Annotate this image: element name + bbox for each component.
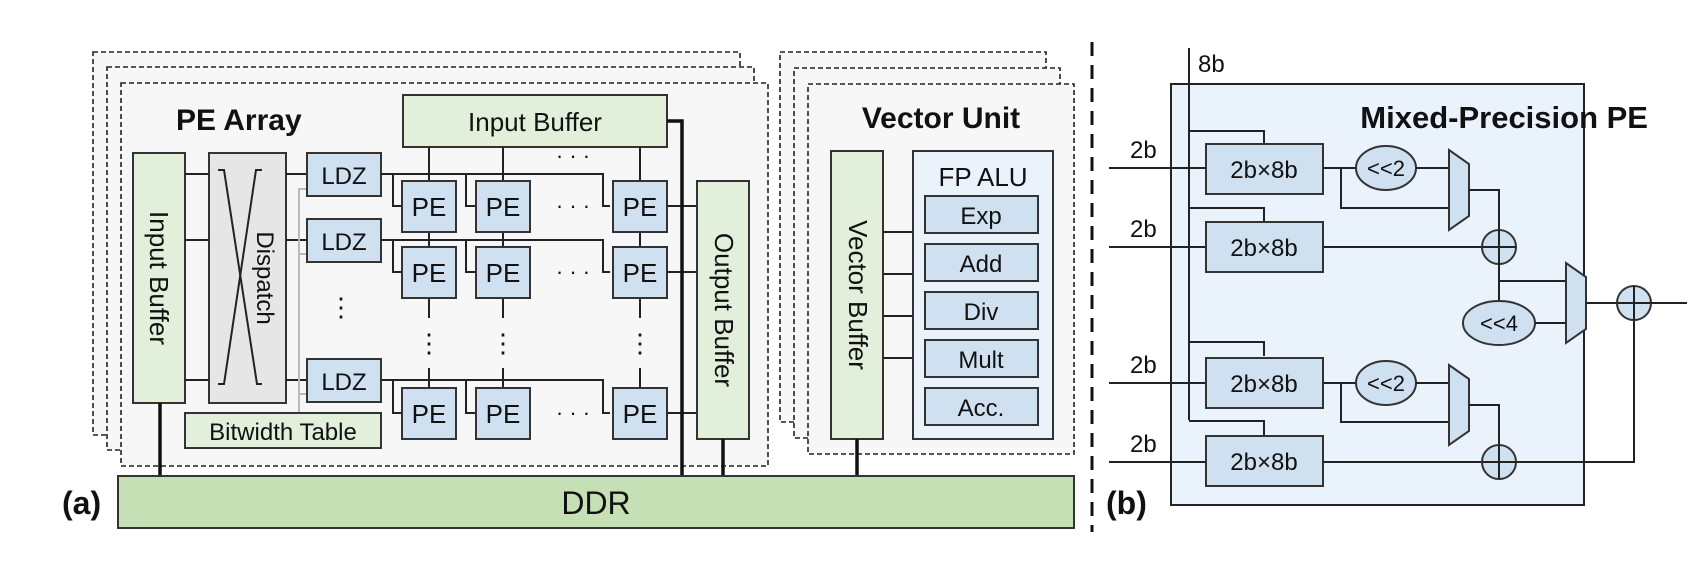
multiplier-label: 2b×8b [1230,235,1297,262]
pe-cell-label: PE [486,192,521,222]
pe-cell [612,387,668,440]
multiplier-2bx8b [1205,357,1324,409]
pe-cell [475,180,531,233]
shift-label: <<4 [1480,311,1518,336]
fp-alu-op-label: Add [960,251,1003,278]
mux [1448,363,1470,447]
adder-icon [1481,444,1517,480]
output-buffer-label: Output Buffer [709,233,739,388]
panel-b-label: (b) [1106,485,1147,521]
col-ellipsis: · · · [556,259,590,284]
fp-alu-op [924,195,1039,234]
row-ellipsis: ⋮ [490,328,516,358]
panel-a-label: (a) [62,485,101,521]
multiplier-2bx8b [1205,435,1324,487]
pe-cell-label: PE [486,258,521,288]
adder-icon [1481,229,1517,265]
col-ellipsis: · · · [556,143,590,168]
crossbar-icon [218,169,262,385]
activation-bitwidth-label: 2b [1130,352,1157,379]
pe-cell [401,387,457,440]
mixed-precision-pe-title: Mixed-Precision PE [1360,100,1648,135]
fp-alu-op-label: Mult [958,347,1004,374]
ddr-label: DDR [561,485,630,521]
row-ellipsis: ⋮ [416,328,442,358]
pe-cell-label: PE [412,258,447,288]
fp-alu-op [924,243,1039,282]
multiplier-array: 2b×8b 2b×8b 2b×8b 2b×8b [1205,143,1324,487]
ddr-memory [117,475,1075,529]
ldz-ellipsis: ⋮ [328,292,354,322]
multiplier-2bx8b [1205,221,1324,273]
bitwidth-table [184,412,382,449]
pe-cell [401,246,457,299]
fp-alu-title: FP ALU [938,162,1027,192]
dispatch-label: Dispatch [251,231,278,324]
pe-row-wires [381,147,641,414]
vector-buffer-label: Vector Buffer [843,220,873,370]
input-buffer-left [132,152,186,404]
input-buffer-top-label: Input Buffer [468,107,602,137]
pe-cell-label: PE [623,399,658,429]
mux [1565,261,1587,345]
ldz-label: LDZ [321,163,366,190]
mux [1448,148,1470,232]
ldz-label: LDZ [321,229,366,256]
pe-cell-label: PE [623,192,658,222]
multiplier-label: 2b×8b [1230,449,1297,476]
multiplier-2bx8b [1205,143,1324,195]
multiplier-label: 2b×8b [1230,371,1297,398]
activation-bitwidth-label: 2b [1130,216,1157,243]
dispatch-unit [208,152,287,404]
input-buffer-top [402,94,668,148]
multiplier-label: 2b×8b [1230,157,1297,184]
activation-inputs: 2b 2b 2b 2b [1109,137,1206,463]
bitwidth-table-label: Bitwidth Table [209,419,357,446]
pe-grid: PE PE PE PE PE PE PE PE PE [401,180,668,440]
fp-alu-op [924,387,1039,426]
output-buffer [696,180,750,440]
activation-bitwidth-label: 2b [1130,431,1157,458]
weight-input-label: 8b [1198,51,1225,78]
pe-cell [401,180,457,233]
vector-unit-title: Vector Unit [862,102,1020,135]
ldz-unit [306,358,382,403]
pe-cell-label: PE [412,399,447,429]
input-buffer-ddr-bus [667,119,684,476]
vector-buffer [830,150,884,440]
fp-alu-op-label: Div [964,299,999,326]
input-buffer-left-label: Input Buffer [144,211,174,345]
pe-cell-label: PE [623,258,658,288]
ldz-unit [306,152,382,197]
col-ellipsis: · · · [556,400,590,425]
fp-alu-op-label: Acc. [958,395,1005,422]
fp-alu-op [924,339,1039,378]
shift-label: <<2 [1367,156,1405,181]
adder-icon [1616,285,1652,321]
pe-cell-label: PE [412,192,447,222]
pe-array-title: PE Array [176,104,302,137]
pe-cell [475,387,531,440]
pe-cell-label: PE [486,399,521,429]
fp-alu-op [924,291,1039,330]
pe-cell [475,246,531,299]
ldz-label: LDZ [321,369,366,396]
row-ellipsis: ⋮ [627,328,653,358]
pe-cell [612,180,668,233]
panel-a: PE Array Input Buffer Input Buffer Dispa… [62,51,1075,529]
panel-b: Mixed-Precision PE 8b 2b 2b 2b 2b 2b×8b … [1106,48,1687,521]
activation-bitwidth-label: 2b [1130,137,1157,164]
fp-alu-op-label: Exp [960,203,1001,230]
col-ellipsis: · · · [556,193,590,218]
shift-label: <<2 [1367,371,1405,396]
